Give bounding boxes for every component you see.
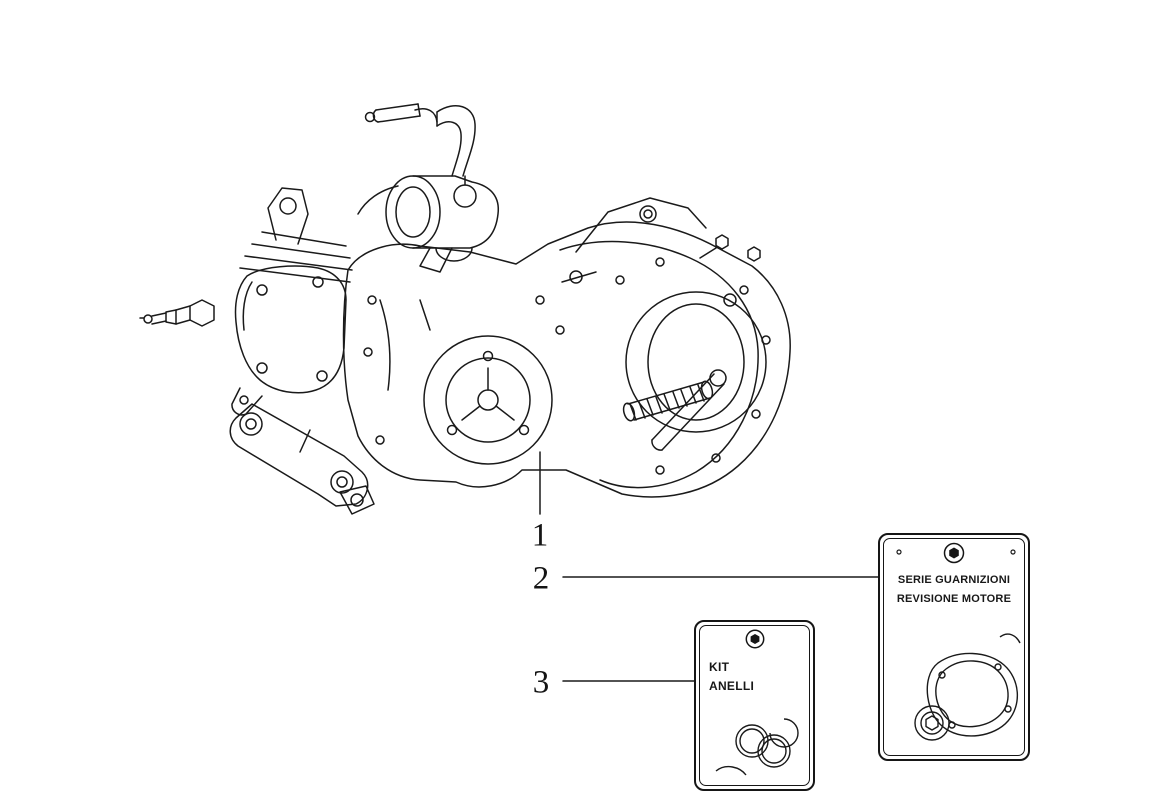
ring-kit-package: KIT ANELLI [694, 620, 815, 791]
ring-kit-package-inner-border [699, 625, 810, 786]
callout-number-3: 3 [532, 664, 550, 701]
callout-leader-lines [539, 451, 879, 682]
kickstart-lever [622, 369, 727, 451]
gasket-kit-label: SERIE GUARNIZIONI REVISIONE MOTORE [880, 571, 1028, 610]
flywheel-cover [423, 335, 553, 465]
gasket-kit-label-line1: SERIE GUARNIZIONI [897, 574, 1011, 586]
ring-kit-label: KIT ANELLI [709, 658, 754, 696]
hex-bolt-icon [744, 628, 766, 650]
piston-rings-art [715, 718, 799, 776]
ring-kit-label-line1: KIT [709, 660, 730, 674]
gasket-shapes-art [914, 633, 1021, 741]
carburettor [364, 103, 500, 273]
callout-number-2: 2 [532, 560, 550, 597]
hex-bolt-icon [942, 541, 966, 565]
crankcase-outline [342, 221, 791, 498]
gasket-kit-package: SERIE GUARNIZIONI REVISIONE MOTORE [878, 533, 1030, 761]
cylinder-head [231, 185, 399, 416]
ring-kit-label-line2: ANELLI [709, 679, 755, 694]
lower-mount-bracket [229, 403, 375, 515]
callout-number-1: 1 [531, 517, 549, 554]
spark-plug [139, 299, 215, 327]
engine-mount-brackets [267, 187, 761, 262]
package-corner-holes [896, 549, 1016, 555]
gasket-kit-package-inner-border [883, 538, 1025, 756]
gasket-kit-label-line2: REVISIONE MOTORE [896, 593, 1012, 606]
variator-cover [615, 257, 771, 475]
